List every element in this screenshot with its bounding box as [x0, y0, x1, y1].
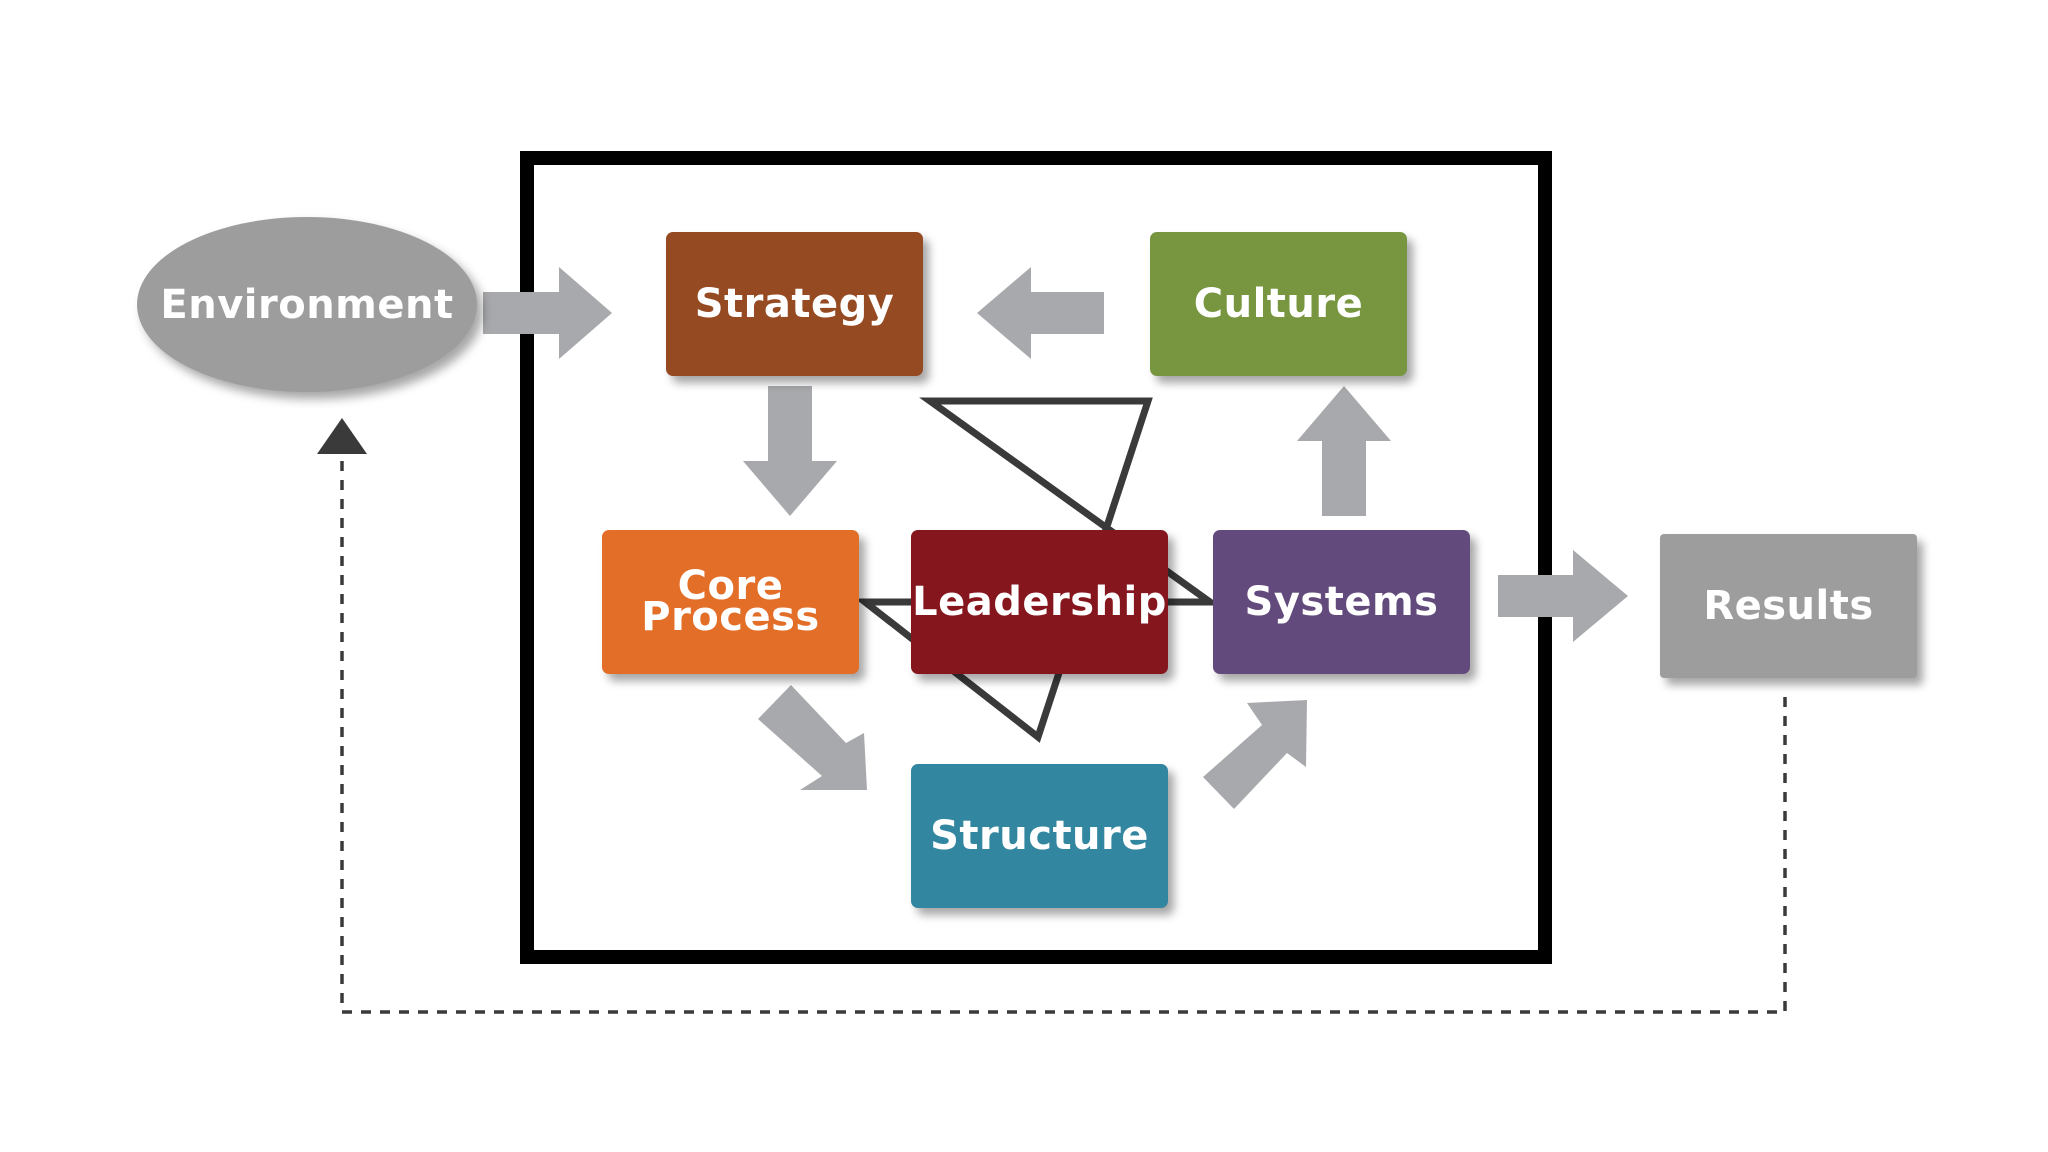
culture-label: Culture — [1193, 281, 1364, 327]
arrow-culture-to-strategy — [977, 267, 1104, 359]
core-process-label-line2: Process — [641, 594, 820, 640]
structure-node: Structure — [911, 764, 1168, 908]
arrow-structure-to-systems — [1203, 700, 1307, 809]
core-process-node: Core Process — [602, 530, 859, 674]
results-node: Results — [1660, 534, 1917, 678]
core-process-label: Core Process — [641, 563, 820, 640]
environment-label: Environment — [160, 281, 454, 328]
arrow-core-process-to-structure — [758, 685, 867, 790]
feedback-arrowhead — [317, 418, 367, 454]
leadership-label: Leadership — [912, 579, 1167, 625]
environment-node: Environment — [137, 217, 477, 392]
strategy-label: Strategy — [694, 281, 895, 327]
feedback-loop-line — [340, 455, 1787, 1014]
arrow-strategy-to-core-process — [743, 386, 837, 516]
leadership-node: Leadership — [911, 530, 1168, 674]
core-process-label-line1: Core — [677, 563, 784, 609]
arrow-environment-to-strategy — [483, 267, 612, 359]
results-label: Results — [1703, 583, 1874, 629]
systems-label: Systems — [1244, 579, 1439, 625]
system-boundary-frame — [520, 151, 1552, 964]
arrow-systems-to-culture — [1297, 386, 1391, 516]
strategy-node: Strategy — [666, 232, 923, 376]
arrow-systems-to-results — [1498, 550, 1628, 642]
culture-node: Culture — [1150, 232, 1407, 376]
systems-node: Systems — [1213, 530, 1470, 674]
structure-label: Structure — [930, 813, 1149, 859]
